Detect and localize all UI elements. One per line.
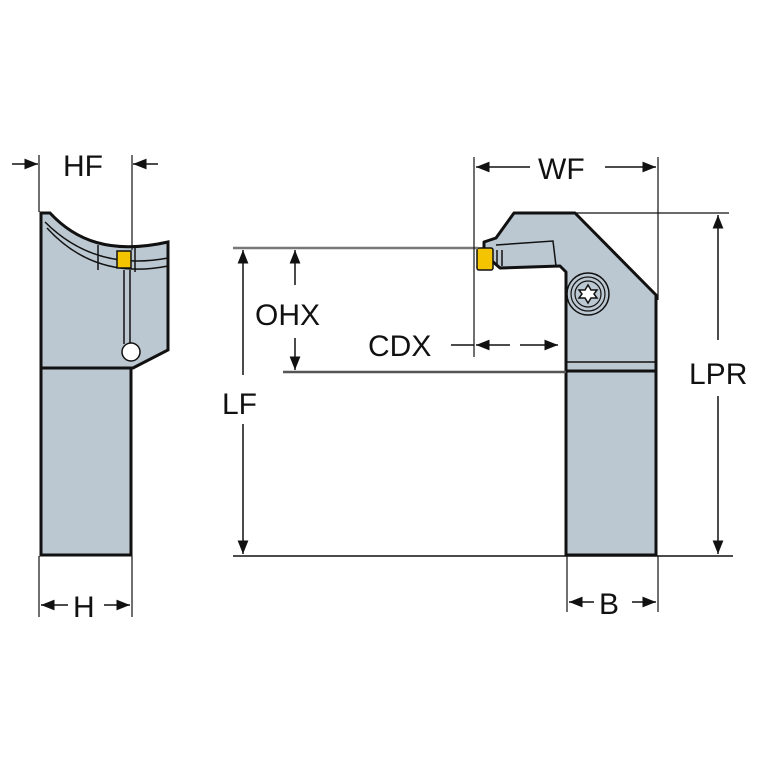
front-view-insert [476,247,494,271]
wf-label: WF [538,153,585,186]
b-label: B [599,588,619,621]
h-label: H [73,591,95,624]
lf-label: LF [222,388,257,421]
cdx-label: CDX [368,330,431,363]
side-view-insert [116,250,132,269]
side-view-shank [39,366,133,557]
front-view-head [482,211,658,373]
lpr-label: LPR [689,358,747,391]
front-view-blade [495,240,557,267]
side-view-head [39,211,170,370]
torx-screw-icon [566,272,610,316]
hf-label: HF [63,150,103,183]
side-view: HF H [12,150,170,624]
side-view-groove-2 [46,227,169,270]
front-view: WF OHX CDX LF LPR B [222,153,747,621]
ohx-label: OHX [255,299,320,332]
front-view-shank [564,369,658,557]
side-view-coolant-hole [121,342,141,362]
